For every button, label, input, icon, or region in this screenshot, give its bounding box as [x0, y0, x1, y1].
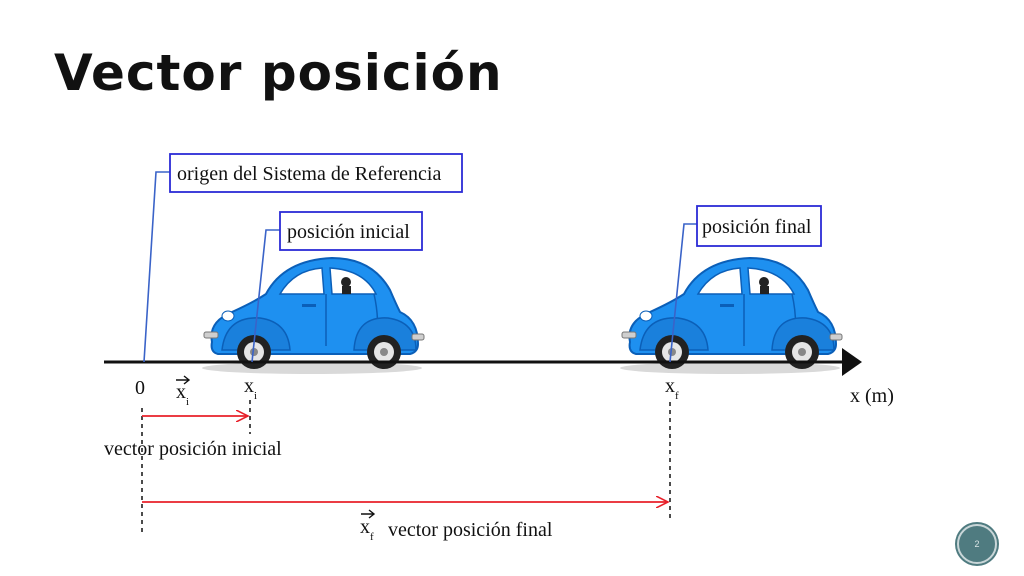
initial-vector-symbol: x i: [176, 375, 191, 408]
initial-leader-line: [251, 229, 280, 363]
vector-arrow-icon: [176, 375, 191, 385]
final-position-label-text: posición final: [702, 216, 812, 238]
slide-title: Vector posición: [54, 44, 503, 102]
vector-arrow-icon: [361, 509, 376, 519]
initial-position-label-text: posición inicial: [287, 221, 410, 243]
origin-label-text: origen del Sistema de Referencia: [177, 163, 441, 185]
final-vector-symbol: x f: [360, 509, 376, 543]
initial-vector-caption: vector posición inicial: [104, 438, 282, 460]
initial-vector-letter: x: [176, 381, 186, 403]
initial-vector-subscript: i: [186, 396, 189, 408]
slide-number-badge: 2: [957, 524, 997, 564]
car-final-position: [619, 257, 843, 375]
final-position-label-box: posición final: [696, 205, 822, 247]
final-vector-subscript: f: [370, 531, 374, 543]
initial-point-label: x i: [244, 375, 257, 402]
x-axis-unit-label: x (m): [850, 385, 894, 407]
slide-number: 2: [974, 539, 980, 549]
final-vector-caption: vector posición final: [388, 519, 553, 541]
final-point-subscript: f: [675, 390, 679, 402]
car-initial-position: [201, 257, 425, 375]
origin-label-box: origen del Sistema de Referencia: [169, 153, 463, 193]
x-axis-arrowhead: [842, 348, 862, 376]
final-leader-line: [669, 223, 697, 363]
final-point-label: x f: [665, 375, 679, 402]
final-vector-letter: x: [360, 516, 370, 538]
origin-leader-line: [143, 171, 170, 363]
initial-point-letter: x: [244, 375, 254, 397]
final-point-letter: x: [665, 375, 675, 397]
origin-zero-label: 0: [135, 377, 145, 399]
initial-position-label-box: posición inicial: [279, 211, 423, 251]
initial-point-subscript: i: [254, 390, 257, 402]
